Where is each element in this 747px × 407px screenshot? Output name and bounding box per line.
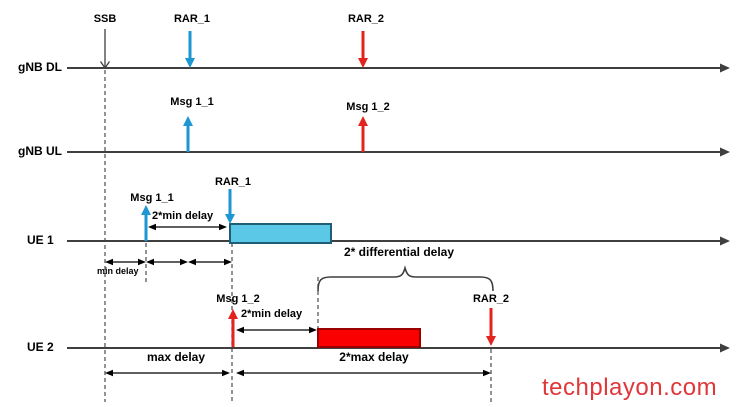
annotation-2diff-delay: 2* differential delay [343,245,455,259]
dim-min-a [105,258,146,266]
annotation-2min-delay-ue1: 2*min delay [152,210,214,222]
event-label-ssb: SSB [93,13,117,25]
lane-label-gnb-ul: gNB UL [18,144,62,158]
rar2-dl-arrow [358,31,368,68]
watermark-text: techplayon.com [542,374,718,401]
timeline-ue1 [67,236,730,246]
event-label-msg11-ul: Msg 1_1 [170,96,214,108]
msg11-ul-arrow [183,116,193,152]
dim-2min-ue1 [148,223,227,231]
rar1-ue1-arrow [225,189,235,224]
msg12-ue2-arrow [228,309,238,347]
event-label-msg12-ue2: Msg 1_2 [216,293,260,305]
dim-min-b [146,258,188,266]
event-label-msg12-ul: Msg 1_2 [346,101,390,113]
event-label-rar1-dl: RAR_1 [173,13,211,25]
annotation-2max-delay: 2*max delay [339,350,409,364]
msg12-ul-arrow [358,116,368,152]
event-label-rar2-dl: RAR_2 [347,13,385,25]
ue1-rar-window-rect [229,223,332,244]
dim-2min-ue2 [236,326,317,334]
rar2-ue2-arrow [486,308,496,346]
lane-label-gnb-dl: gNB DL [18,60,62,74]
dim-max [105,369,230,377]
event-label-rar2-ue2: RAR_2 [472,293,510,305]
event-label-msg11-ue1: Msg 1_1 [130,192,174,204]
differential-delay-brace [317,265,494,292]
lane-label-ue1: UE 1 [27,233,54,247]
annotation-min-delay: min delay [97,266,139,276]
annotation-2min-delay-ue2: 2*min delay [241,308,303,320]
dim-2max [236,369,491,377]
timeline-gnb-ul [67,147,730,157]
ue2-rar-window-rect [317,328,421,348]
ssb-arrow [99,29,111,70]
event-label-rar1-ue1: RAR_1 [214,176,252,188]
timeline-gnb-dl [67,63,730,73]
rar1-dl-arrow [185,31,195,68]
lane-label-ue2: UE 2 [27,340,54,354]
annotation-max-delay: max delay [146,350,206,364]
msg11-ue1-arrow [141,205,151,241]
dim-min-c [188,258,232,266]
